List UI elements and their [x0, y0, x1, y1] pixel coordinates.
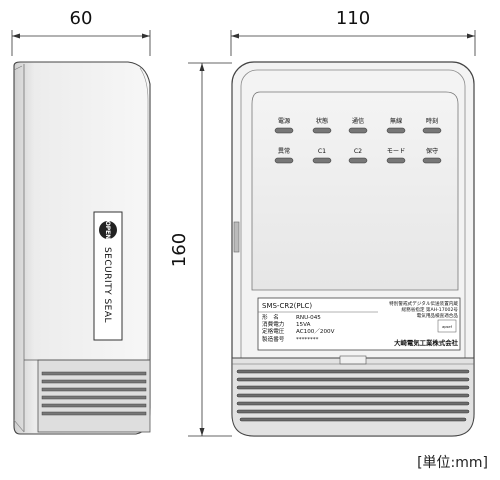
spec-key: 形 名: [262, 313, 279, 321]
indicator-label: 保守: [426, 147, 438, 155]
side-view: OPEN SECURITY SEAL: [13, 61, 151, 435]
depth-value: 60: [70, 8, 93, 29]
bottom-vent-cap: [231, 355, 475, 437]
side-vents: [41, 371, 147, 416]
indicator-label: 時刻: [426, 117, 438, 125]
led-indicator: [274, 127, 294, 134]
front-vents: [236, 369, 470, 422]
led-indicator: [422, 127, 442, 134]
indicator-label: モード: [387, 148, 406, 155]
approval-mark: [437, 319, 457, 333]
indicator-label: C1: [318, 148, 326, 155]
indicator-row-2: 異常 C1 C2 モード 保守: [274, 147, 442, 164]
cert-line: 総務省指定 第AH-17002号: [402, 306, 459, 313]
spec-value: RNU-045: [296, 315, 321, 321]
height-value: 160: [169, 233, 190, 267]
indicator-label: 異常: [278, 147, 290, 155]
indicator-label: C2: [354, 148, 362, 155]
led-indicator: [386, 157, 406, 164]
security-seal: OPEN SECURITY SEAL: [93, 211, 123, 341]
maker-name: 大崎電気工業株式会社: [394, 338, 459, 347]
led-indicator: [386, 127, 406, 134]
led-indicator: [348, 157, 368, 164]
left-latch: [233, 221, 240, 253]
height-dimension: 160: [169, 62, 232, 437]
cert-line: 電気用品検査適合品: [417, 312, 459, 319]
approval-mark-text: apsef: [442, 325, 453, 329]
spec-value: 15VA: [296, 322, 311, 328]
seal-label: SECURITY SEAL: [102, 247, 112, 323]
seal-logo-text: OPEN: [104, 221, 111, 240]
led-indicator: [422, 157, 442, 164]
led-indicator: [274, 157, 294, 164]
cert-line: 特別警戒式デジタル伝送装置内蔵: [389, 300, 458, 307]
indicator-label: 無線: [390, 117, 402, 125]
release-tab: [339, 355, 367, 365]
led-indicator: [312, 157, 332, 164]
spec-key: 製造番号: [262, 335, 285, 343]
indicator-row-1: 電源 状態 通信 無線 時刻: [274, 117, 442, 134]
seal-logo: OPEN: [99, 221, 117, 240]
nameplate: SMS-CR2(PLC) 特別警戒式デジタル伝送装置内蔵 総務省指定 第AH-1…: [257, 297, 461, 351]
spec-value: ********: [296, 337, 319, 343]
unit-label: [単位:mm]: [417, 455, 488, 471]
model-name: SMS-CR2(PLC): [262, 302, 312, 310]
led-indicator: [348, 127, 368, 134]
depth-dimension: 60: [11, 8, 151, 56]
width-dimension: 110: [230, 8, 476, 56]
spec-key: 定格電圧: [262, 327, 285, 335]
indicator-label: 状態: [316, 117, 328, 125]
led-indicator: [312, 127, 332, 134]
indicator-label: 電源: [278, 117, 290, 125]
indicator-label: 通信: [352, 117, 364, 125]
front-view: 電源 状態 通信 無線 時刻 異常 C1 C2 モード 保守: [231, 61, 475, 437]
spec-value: AC100／200V: [296, 328, 335, 335]
width-value: 110: [336, 8, 370, 29]
spec-key: 消費電力: [262, 320, 285, 328]
